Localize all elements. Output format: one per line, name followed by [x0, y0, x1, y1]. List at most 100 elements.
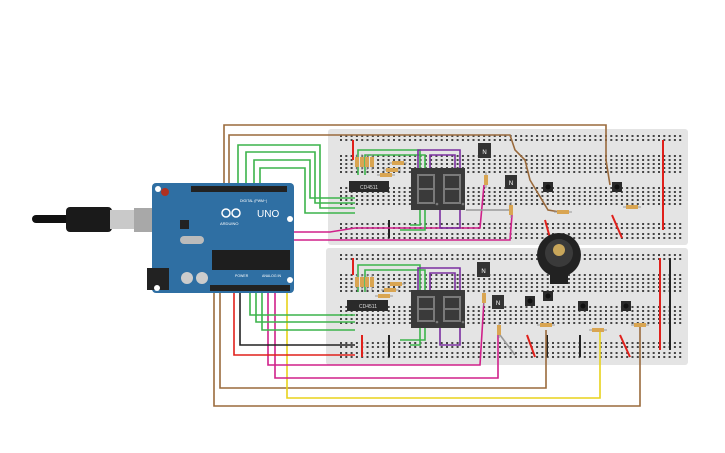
breadboard-hole: [393, 155, 395, 157]
resistor[interactable]: [557, 210, 569, 214]
breadboard-hole: [504, 356, 507, 358]
transistor-4[interactable]: N: [492, 295, 504, 309]
breadboard-hole: [546, 274, 549, 276]
breadboard-hole: [647, 278, 650, 280]
breadboard-hole: [557, 135, 560, 137]
breadboard-hole: [340, 310, 342, 312]
breadboard-hole: [589, 352, 592, 354]
resistor[interactable]: [355, 157, 359, 167]
breadboard-hole: [610, 314, 613, 316]
resistor[interactable]: [360, 277, 364, 287]
resistor[interactable]: [355, 277, 359, 287]
resistor[interactable]: [484, 175, 488, 185]
breadboard-hole: [371, 135, 374, 137]
breadboard-hole: [340, 318, 342, 320]
potentiometer[interactable]: [537, 233, 581, 284]
breadboard-hole: [605, 286, 607, 288]
breadboard-hole: [583, 274, 586, 276]
breadboard-hole: [393, 346, 395, 348]
breadboard-hole: [419, 346, 422, 348]
transistor-2[interactable]: N: [505, 175, 517, 189]
pushbuttons[interactable]: [525, 182, 631, 311]
breadboard-hole: [398, 278, 401, 280]
breadboard-hole: [414, 258, 417, 260]
breadboard-hole: [573, 274, 576, 276]
resistor[interactable]: [380, 173, 392, 177]
breadboard-hole: [472, 195, 475, 197]
breadboard-hole: [419, 356, 422, 358]
breadboard-hole: [408, 254, 411, 256]
resistor[interactable]: [392, 161, 404, 165]
breadboard-hole: [451, 258, 454, 260]
breadboard-hole: [382, 286, 385, 288]
resistor[interactable]: [540, 323, 552, 327]
breadboard-hole: [615, 278, 618, 280]
resistor[interactable]: [390, 282, 402, 286]
breadboard-hole: [589, 159, 592, 161]
resistor[interactable]: [370, 157, 374, 167]
usb-cable[interactable]: [32, 207, 154, 232]
breadboard-hole: [605, 254, 607, 256]
breadboard-hole: [499, 167, 501, 169]
breadboard-hole: [615, 167, 618, 169]
resistor[interactable]: [626, 205, 638, 209]
resistor[interactable]: [386, 168, 398, 172]
seven-segment-display-bottom[interactable]: [411, 290, 465, 328]
chip-cd4511-bottom[interactable]: CD4511: [347, 300, 388, 311]
transistor-1[interactable]: N: [478, 143, 491, 158]
breadboard-hole: [541, 318, 544, 320]
breadboard-hole: [520, 318, 523, 320]
seven-segment-display-top[interactable]: [411, 168, 465, 210]
breadboard-hole: [477, 306, 480, 308]
breadboard-hole: [636, 286, 639, 288]
resistor[interactable]: [592, 328, 604, 332]
breadboard-hole: [509, 318, 512, 320]
breadboard-hole: [610, 233, 613, 235]
breadboard-hole: [345, 171, 348, 173]
power-rail-wires[interactable]: [352, 140, 671, 358]
breadboard-hole: [615, 135, 618, 137]
breadboard-hole: [387, 199, 390, 201]
resistors[interactable]: [355, 154, 649, 338]
breadboard-hole: [340, 195, 342, 197]
resistor[interactable]: [360, 157, 364, 167]
breadboard-hole: [626, 318, 629, 320]
breadboard-hole: [620, 155, 623, 157]
breadboard-hole: [562, 342, 565, 344]
breadboard-hole: [371, 290, 374, 292]
breadboard-hole: [583, 159, 586, 161]
arduino-uno[interactable]: UNO ARDUINO DIGITAL (PWM~) POWER ANALOG …: [147, 183, 294, 293]
breadboard-hole: [620, 199, 623, 201]
resistor[interactable]: [634, 323, 646, 327]
resistor[interactable]: [365, 157, 369, 167]
chip-cd4511-top[interactable]: CD4511: [349, 181, 389, 192]
breadboard-hole: [679, 163, 682, 165]
breadboard-hole: [393, 310, 395, 312]
breadboard-hole: [536, 155, 539, 157]
transistor-3[interactable]: N: [477, 262, 490, 277]
breadboard-hole: [557, 195, 560, 197]
breadboard-hole: [408, 274, 411, 276]
breadboard-hole: [467, 223, 470, 225]
breadboard-hole: [340, 237, 342, 239]
breadboard-hole: [514, 286, 517, 288]
breadboard-hole: [488, 306, 491, 308]
breadboard-hole: [668, 356, 671, 358]
breadboard-hole: [493, 356, 496, 358]
breadboard-hole: [536, 237, 539, 239]
resistor[interactable]: [509, 205, 513, 215]
resistor[interactable]: [497, 325, 501, 335]
resistor[interactable]: [370, 277, 374, 287]
breadboard-hole: [371, 223, 374, 225]
breadboard-hole: [456, 274, 459, 276]
resistor[interactable]: [384, 288, 396, 292]
breadboard-hole: [488, 318, 491, 320]
resistor[interactable]: [378, 294, 390, 298]
breadboard-hole: [520, 278, 523, 280]
breadboard-hole: [631, 233, 634, 235]
breadboard-hole: [567, 163, 570, 165]
breadboard-hole: [658, 223, 660, 225]
resistor[interactable]: [482, 293, 486, 303]
resistor[interactable]: [365, 277, 369, 287]
